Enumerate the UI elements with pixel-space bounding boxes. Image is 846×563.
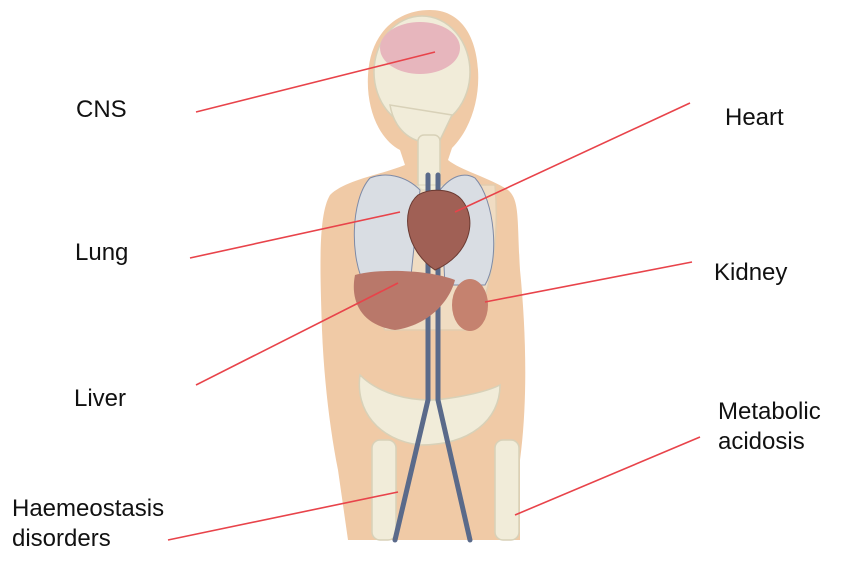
label-haemeostasis-line1: Haemeostasis <box>12 494 164 524</box>
label-lung: Lung <box>75 238 128 268</box>
kidney <box>452 279 488 331</box>
label-metabolic-line2: acidosis <box>718 427 821 457</box>
label-metabolic-line1: Metabolic <box>718 397 821 427</box>
label-haemeostasis-line2: disorders <box>12 524 164 554</box>
pointer-metabolic <box>515 437 700 515</box>
label-haemeostasis-disorders: Haemeostasis disorders <box>12 494 164 554</box>
femur-right <box>495 440 519 540</box>
femur-left <box>372 440 396 540</box>
label-heart: Heart <box>725 103 784 133</box>
pointer-heart <box>455 103 690 212</box>
label-metabolic-acidosis: Metabolic acidosis <box>718 397 821 457</box>
brain <box>380 22 460 74</box>
label-kidney: Kidney <box>714 258 787 288</box>
label-liver: Liver <box>74 384 126 414</box>
label-cns: CNS <box>76 95 127 125</box>
